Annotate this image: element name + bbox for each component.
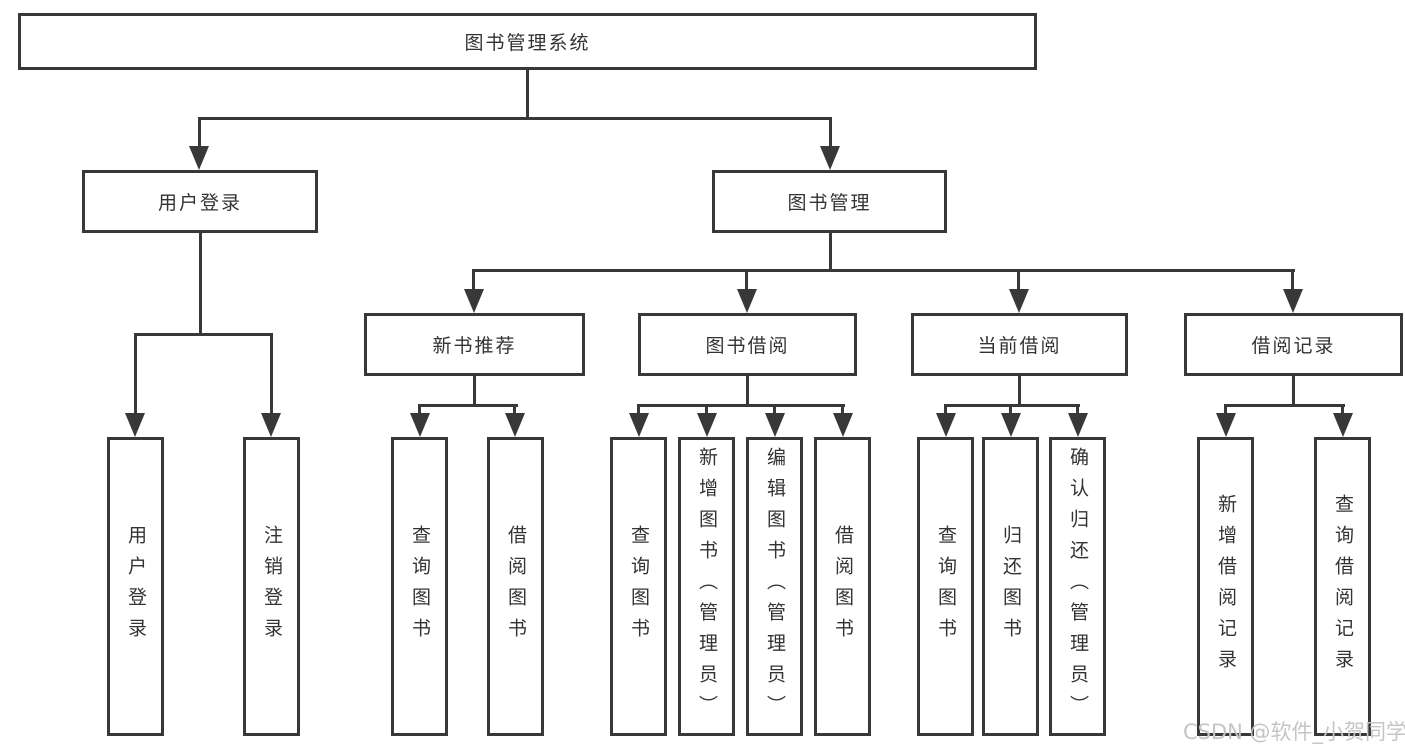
connector-line — [829, 233, 832, 271]
connector-line — [418, 404, 518, 407]
connector-line — [944, 404, 947, 418]
connector-line — [1076, 404, 1079, 418]
node-label: 查询图书 — [409, 524, 431, 649]
arrow-down-icon — [820, 146, 840, 170]
node-root: 图书管理系统 — [18, 13, 1037, 70]
connector-line — [1341, 404, 1344, 418]
leaf-add-borrow-record: 新增借阅记录 — [1197, 437, 1254, 736]
leaf-query-borrow-record: 查询借阅记录 — [1314, 437, 1371, 736]
connector-line — [841, 404, 844, 418]
arrow-down-icon — [1068, 413, 1088, 437]
connector-line — [134, 333, 273, 336]
connector-line — [418, 404, 421, 418]
node-label: 借阅图书 — [505, 524, 527, 649]
connector-line — [270, 333, 273, 417]
connector-line — [944, 404, 1080, 407]
arrow-down-icon — [125, 413, 145, 437]
node-label: 新增图书（管理员） — [696, 447, 718, 726]
connector-line — [1292, 376, 1295, 407]
arrow-down-icon — [189, 146, 209, 170]
connector-line — [134, 333, 137, 417]
arrow-down-icon — [737, 289, 757, 313]
arrow-down-icon — [936, 413, 956, 437]
connector-line — [637, 404, 640, 418]
connector-line — [637, 404, 845, 407]
connector-line — [513, 404, 516, 418]
node-borrowing-records: 借阅记录 — [1184, 313, 1403, 376]
connector-line — [1224, 404, 1227, 418]
arrow-down-icon — [505, 413, 525, 437]
connector-line — [1224, 404, 1345, 407]
connector-line — [472, 269, 475, 295]
leaf-edit-book-admin: 编辑图书（管理员） — [746, 437, 803, 736]
connector-line — [829, 117, 832, 151]
node-book-borrowing: 图书借阅 — [638, 313, 857, 376]
node-user-login: 用户登录 — [82, 170, 318, 233]
connector-line — [1009, 404, 1012, 418]
node-label: 查询图书 — [935, 524, 957, 649]
leaf-confirm-return-admin: 确认归还（管理员） — [1049, 437, 1106, 736]
leaf-query-books-recommend: 查询图书 — [391, 437, 448, 736]
node-label: 当前借阅 — [977, 335, 1062, 357]
arrow-down-icon — [1009, 289, 1029, 313]
connector-line — [1291, 269, 1294, 295]
node-label: 确认归还（管理员） — [1067, 447, 1089, 726]
node-label: 图书管理 — [787, 192, 872, 214]
connector-line — [199, 233, 202, 335]
connector-line — [198, 117, 832, 120]
arrow-down-icon — [765, 413, 785, 437]
leaf-user-login: 用户登录 — [107, 437, 164, 736]
arrow-down-icon — [833, 413, 853, 437]
node-label: 图书管理系统 — [464, 32, 591, 54]
node-label: 图书借阅 — [705, 335, 790, 357]
node-label: 查询借阅记录 — [1332, 493, 1354, 680]
arrow-down-icon — [410, 413, 430, 437]
watermark: CSDN @软件_小贺同学 — [1183, 720, 1405, 744]
node-label: 注销登录 — [261, 524, 283, 649]
leaf-logout-login: 注销登录 — [243, 437, 300, 736]
node-label: 借阅记录 — [1251, 335, 1336, 357]
connector-line — [1017, 269, 1020, 295]
node-label: 新增借阅记录 — [1215, 493, 1237, 680]
connector-line — [472, 269, 1295, 272]
arrow-down-icon — [1283, 289, 1303, 313]
arrow-down-icon — [629, 413, 649, 437]
node-label: 查询图书 — [628, 524, 650, 649]
connector-line — [1018, 376, 1021, 407]
node-current-borrowing: 当前借阅 — [911, 313, 1128, 376]
arrow-down-icon — [1333, 413, 1353, 437]
node-label: 编辑图书（管理员） — [764, 447, 786, 726]
arrow-down-icon — [261, 413, 281, 437]
leaf-return-books: 归还图书 — [982, 437, 1039, 736]
arrow-down-icon — [1216, 413, 1236, 437]
node-label: 归还图书 — [1000, 524, 1022, 649]
leaf-query-books-current: 查询图书 — [917, 437, 974, 736]
node-label: 用户登录 — [157, 192, 242, 214]
node-label: 借阅图书 — [832, 524, 854, 649]
node-label: 用户登录 — [125, 524, 147, 649]
leaf-borrow-books-borrowing: 借阅图书 — [814, 437, 871, 736]
node-new-book-recommendation: 新书推荐 — [364, 313, 585, 376]
leaf-add-book-admin: 新增图书（管理员） — [678, 437, 735, 736]
connector-line — [526, 70, 529, 118]
connector-line — [773, 404, 776, 418]
connector-line — [473, 376, 476, 407]
arrow-down-icon — [464, 289, 484, 313]
node-book-management: 图书管理 — [712, 170, 947, 233]
arrow-down-icon — [1001, 413, 1021, 437]
node-label: 新书推荐 — [432, 335, 517, 357]
connector-line — [745, 269, 748, 295]
arrow-down-icon — [697, 413, 717, 437]
connector-line — [746, 376, 749, 407]
leaf-borrow-books-recommend: 借阅图书 — [487, 437, 544, 736]
leaf-query-books-borrowing: 查询图书 — [610, 437, 667, 736]
connector-line — [198, 117, 201, 151]
connector-line — [705, 404, 708, 418]
